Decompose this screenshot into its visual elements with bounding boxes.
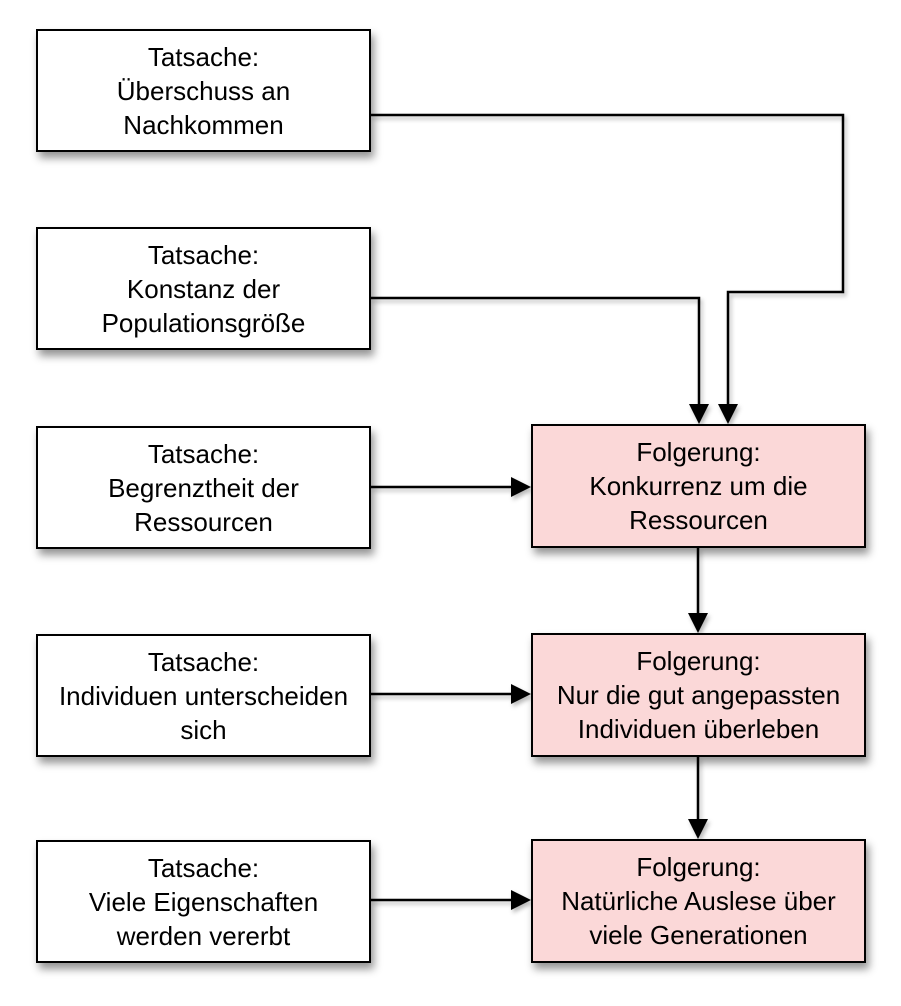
fact-box-label: Tatsache: Begrenztheit der Ressourcen <box>108 438 299 537</box>
connector-fact2-conclusion1 <box>371 296 701 405</box>
conclusion-box-angepasste-ueberleben: Folgerung: Nur die gut angepassten Indiv… <box>531 633 866 757</box>
fact-box-individuen-unterscheiden: Tatsache: Individuen unterscheiden sich <box>36 634 371 757</box>
conclusion-box-label: Folgerung: Konkurrenz um die Ressourcen <box>589 437 808 535</box>
fact-box-eigenschaften-vererbt: Tatsache: Viele Eigenschaften werden ver… <box>36 840 371 963</box>
conclusion-box-label: Folgerung: Natürliche Auslese über viele… <box>561 852 836 950</box>
fact-box-label: Tatsache: Individuen unterscheiden sich <box>58 646 349 745</box>
fact-box-label: Tatsache: Überschuss an Nachkommen <box>116 41 291 140</box>
fact-box-label: Tatsache: Viele Eigenschaften werden ver… <box>88 852 319 951</box>
fact-box-konstanz-populationsgroesse: Tatsache: Konstanz der Populationsgröße <box>36 227 371 350</box>
arrowhead-fact1-conclusion1 <box>718 404 738 424</box>
arrowhead-fact2-conclusion1 <box>689 404 709 424</box>
arrowhead-conclusion1-conclusion2 <box>688 613 708 633</box>
arrowhead-fact4-conclusion2 <box>511 684 531 704</box>
fact-box-label: Tatsache: Konstanz der Populationsgröße <box>101 239 306 338</box>
conclusion-box-konkurrenz-ressourcen: Folgerung: Konkurrenz um die Ressourcen <box>531 424 866 548</box>
conclusion-box-label: Folgerung: Nur die gut angepassten Indiv… <box>556 646 841 744</box>
fact-box-ueberschuss-nachkommen: Tatsache: Überschuss an Nachkommen <box>36 29 371 152</box>
arrowhead-fact3-conclusion1 <box>511 477 531 497</box>
arrowhead-fact5-conclusion3 <box>511 890 531 910</box>
arrowhead-conclusion2-conclusion3 <box>688 819 708 839</box>
connector-fact1-conclusion1 <box>371 113 845 405</box>
fact-box-begrenztheit-ressourcen: Tatsache: Begrenztheit der Ressourcen <box>36 426 371 549</box>
conclusion-box-natuerliche-auslese: Folgerung: Natürliche Auslese über viele… <box>531 839 866 963</box>
